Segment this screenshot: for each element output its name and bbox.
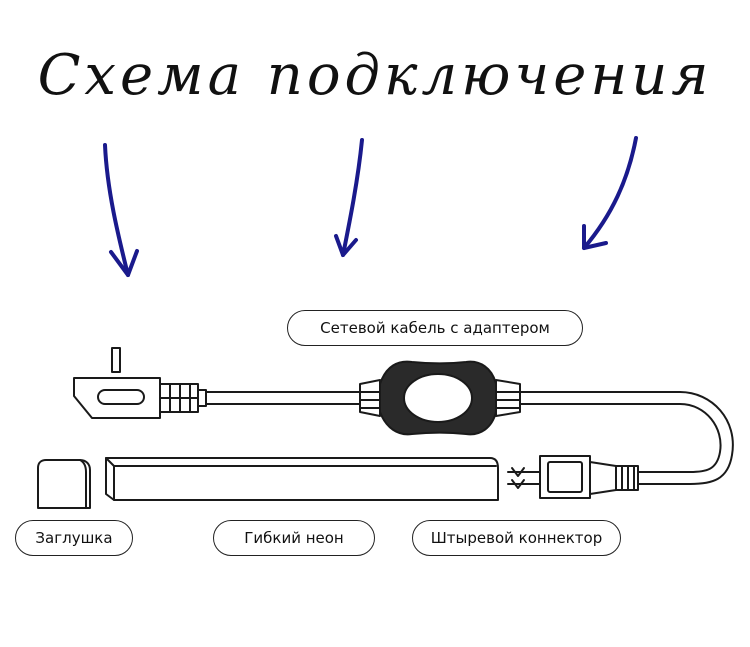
adapter-icon	[359, 360, 521, 436]
cable-left	[205, 391, 361, 405]
components	[37, 347, 734, 509]
label-power-cable: Сетевой кабель с адаптером	[287, 310, 583, 346]
label-pin-connector: Штыревой коннектор	[412, 520, 621, 556]
end-cap-icon	[37, 459, 91, 509]
diagram-title: Схема подключения	[37, 43, 713, 108]
arrow-left-icon	[103, 143, 139, 277]
plug-icon	[73, 347, 207, 419]
label-end-cap: Заглушка	[15, 520, 133, 556]
neon-strip-icon	[105, 457, 499, 501]
cable-right	[519, 391, 734, 485]
label-flexible-neon: Гибкий неон	[213, 520, 375, 556]
arrow-right-icon	[582, 136, 638, 250]
arrows	[103, 136, 638, 277]
pin-connector-icon	[507, 455, 639, 499]
arrow-middle-icon	[334, 138, 364, 257]
